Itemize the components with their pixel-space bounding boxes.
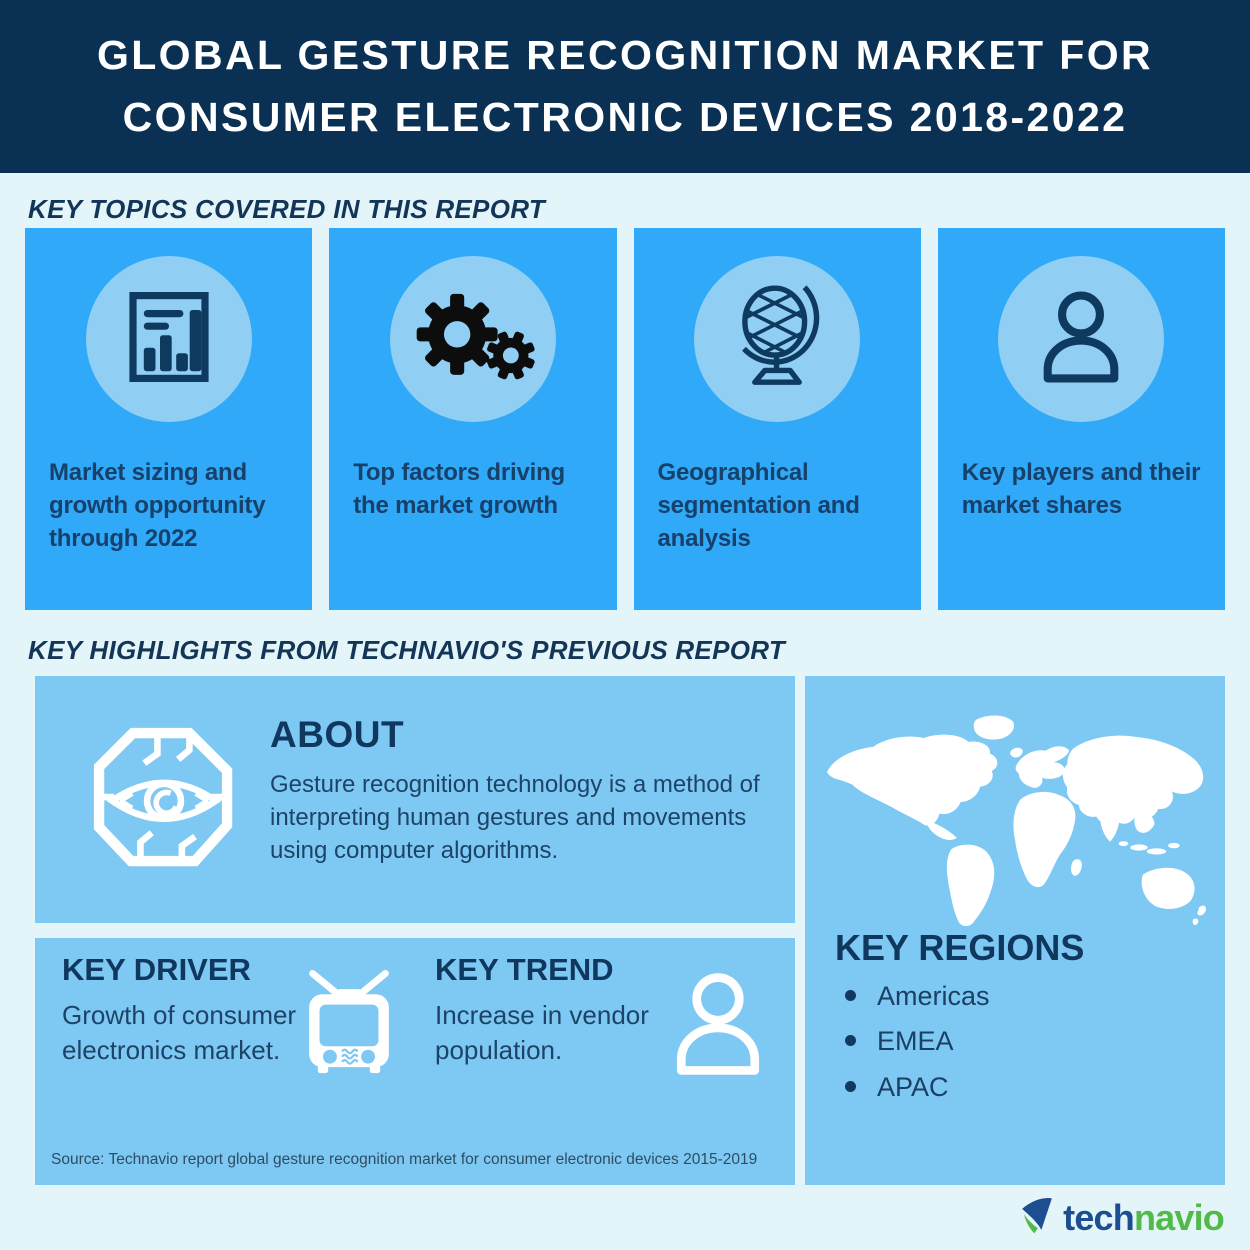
brand-text-navio: navio xyxy=(1133,1196,1225,1238)
about-text: Gesture recognition technology is a meth… xyxy=(270,771,760,865)
bar-chart-report-icon xyxy=(115,283,223,396)
about-content: ABOUT Gesture recognition technology is … xyxy=(270,716,770,867)
topic-card-label: Key players and their market shares xyxy=(961,459,1201,520)
icon-circle xyxy=(389,256,556,422)
about-title: ABOUT xyxy=(270,714,405,755)
person-icon xyxy=(660,962,776,1093)
desk-globe-icon xyxy=(725,276,829,403)
key-trend-text: Increase in vendor population. xyxy=(435,1000,649,1065)
region-item: APAC xyxy=(839,1071,990,1103)
topic-card-label: Geographical segmentation and analysis xyxy=(657,459,860,553)
tv-icon xyxy=(297,958,401,1091)
technavio-logo: technavio xyxy=(1016,1194,1225,1241)
driver-trend-panel: KEY DRIVER Growth of consumer electronic… xyxy=(35,938,795,1185)
key-regions-title: KEY REGIONS xyxy=(835,927,1085,968)
region-item: EMEA xyxy=(839,1025,990,1057)
gears-icon xyxy=(407,287,539,392)
region-item: Americas xyxy=(839,980,990,1012)
technavio-plane-icon xyxy=(1016,1194,1058,1241)
topic-card-top-factors: Top factors driving the market growth xyxy=(329,228,617,610)
topic-card-label: Market sizing and growth opportunity thr… xyxy=(49,459,266,553)
key-regions-panel: KEY REGIONS Americas EMEA APAC xyxy=(805,676,1225,1185)
icon-circle xyxy=(85,256,252,422)
page-title-line2: CONSUMER ELECTRONIC DEVICES 2018-2022 xyxy=(122,94,1128,140)
world-map xyxy=(815,708,1213,931)
key-driver-block: KEY DRIVER Growth of consumer electronic… xyxy=(62,954,302,1067)
brand-text-tech: tech xyxy=(1063,1196,1135,1238)
topic-card-key-players: Key players and their market shares xyxy=(937,228,1225,610)
key-driver-text: Growth of consumer electronics market. xyxy=(62,1000,297,1065)
masthead: GLOBAL GESTURE RECOGNITION MARKET FOR CO… xyxy=(0,0,1250,173)
gesture-eye-chip-icon xyxy=(83,718,245,883)
page-title-line1: GLOBAL GESTURE RECOGNITION MARKET FOR xyxy=(96,32,1154,78)
source-note: Source: Technavio report global gesture … xyxy=(51,1151,758,1168)
key-driver-title: KEY DRIVER xyxy=(62,952,251,987)
key-topics-row: Market sizing and growth opportunity thr… xyxy=(25,228,1225,610)
key-regions-list: Americas EMEA APAC xyxy=(839,980,990,1116)
topic-card-label: Top factors driving the market growth xyxy=(353,459,566,520)
about-panel: ABOUT Gesture recognition technology is … xyxy=(35,676,795,923)
icon-circle xyxy=(998,256,1165,422)
technavio-wordmark: technavio xyxy=(1063,1196,1225,1238)
icon-circle xyxy=(694,256,861,422)
person-icon xyxy=(1027,283,1135,396)
key-trend-title: KEY TREND xyxy=(435,952,614,987)
topic-card-geography: Geographical segmentation and analysis xyxy=(633,228,921,610)
key-highlights-heading: KEY HIGHLIGHTS FROM TECHNAVIO'S PREVIOUS… xyxy=(28,635,786,665)
key-topics-heading: KEY TOPICS COVERED IN THIS REPORT xyxy=(28,194,546,224)
key-trend-block: KEY TREND Increase in vendor population. xyxy=(435,954,660,1067)
topic-card-market-sizing: Market sizing and growth opportunity thr… xyxy=(25,228,313,610)
